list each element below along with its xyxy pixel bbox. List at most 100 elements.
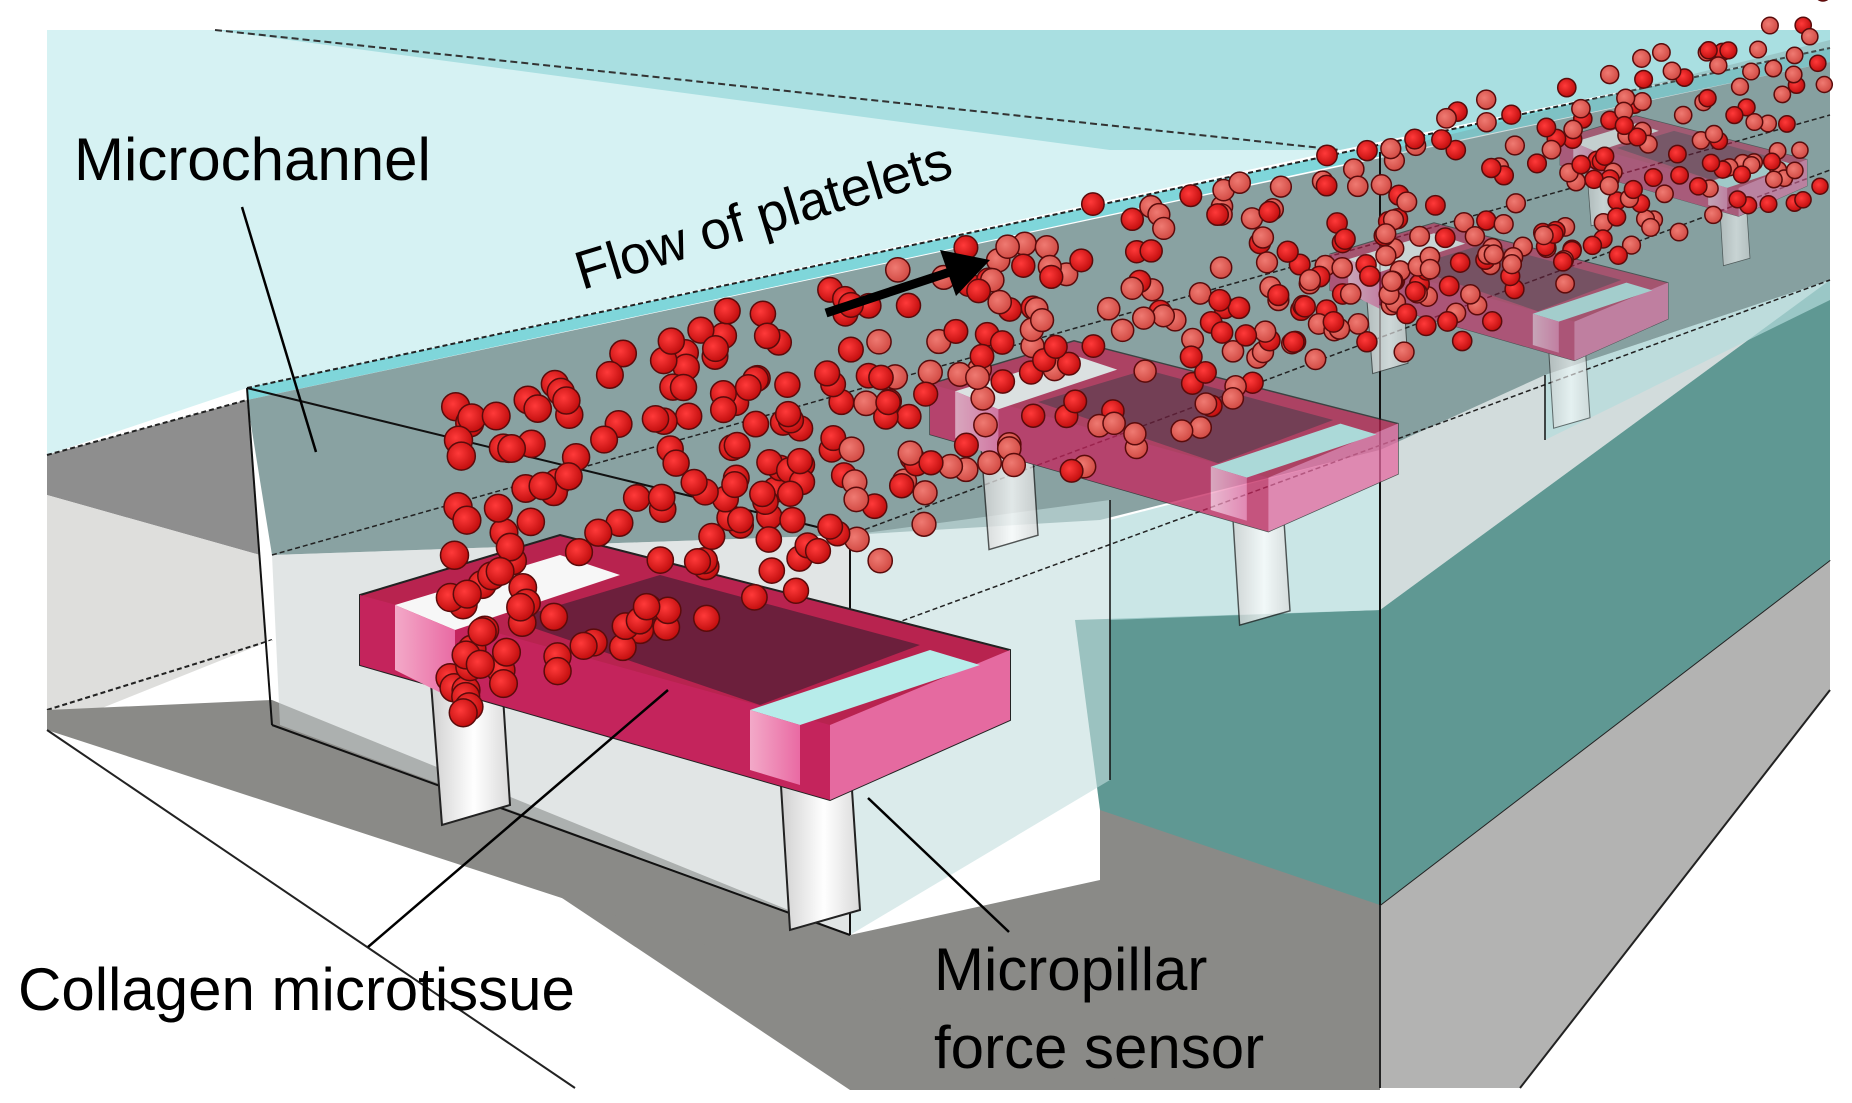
platelet: [966, 278, 992, 304]
platelet: [1120, 207, 1145, 232]
platelet: [1131, 306, 1156, 330]
platelet: [523, 394, 553, 423]
platelet: [917, 359, 943, 385]
platelet: [1375, 223, 1397, 245]
platelet: [1110, 318, 1135, 343]
platelet: [1699, 41, 1718, 60]
platelet: [1404, 280, 1426, 303]
platelet: [1189, 416, 1213, 439]
platelet: [970, 385, 996, 411]
platelet: [1194, 392, 1218, 416]
platelet: [1316, 144, 1338, 167]
platelet: [1501, 254, 1523, 275]
platelet: [1347, 313, 1370, 335]
platelet: [1445, 139, 1467, 161]
platelet: [632, 592, 661, 621]
platelet: [1627, 127, 1647, 147]
platelet: [1080, 192, 1105, 217]
platelet: [481, 401, 511, 431]
platelet: [1424, 194, 1446, 216]
platelet: [777, 480, 804, 508]
platelet: [1139, 239, 1163, 263]
platelet: [1655, 184, 1674, 204]
platelet: [1120, 276, 1144, 300]
platelet: [1777, 114, 1796, 133]
platelet: [1043, 334, 1068, 359]
platelet: [1704, 205, 1723, 225]
platelet: [669, 373, 698, 402]
platelet: [868, 364, 894, 391]
platelet: [804, 537, 832, 565]
platelet: [782, 577, 810, 605]
platelet: [1208, 288, 1232, 312]
platelet: [866, 328, 892, 355]
platelet: [564, 537, 594, 567]
platelet: [569, 631, 598, 661]
platelet: [1533, 225, 1554, 246]
platelet: [1339, 283, 1362, 305]
platelet: [1481, 157, 1502, 179]
platelet: [1791, 141, 1809, 160]
platelet: [987, 289, 1013, 315]
platelet: [1759, 194, 1778, 214]
platelet: [1059, 458, 1084, 483]
platelet: [1346, 175, 1369, 198]
platelet: [590, 425, 619, 454]
platelet: [467, 617, 497, 647]
platelet: [753, 322, 781, 350]
platelet: [837, 336, 864, 363]
platelet: [1375, 244, 1397, 267]
platelet: [723, 431, 751, 459]
collagen-label: Collagen microtissue: [18, 956, 575, 1023]
platelet: [1762, 152, 1781, 171]
platelet: [1742, 62, 1761, 81]
platelet: [742, 410, 770, 438]
microtissue-side: [1268, 423, 1398, 532]
platelet: [698, 522, 726, 551]
platelet: [446, 441, 477, 471]
platelet: [506, 592, 535, 622]
platelet: [687, 316, 715, 344]
platelet: [692, 604, 721, 632]
platelet: [1563, 119, 1583, 140]
platelet: [465, 649, 495, 679]
platelet: [1404, 128, 1426, 150]
platelet: [674, 402, 703, 430]
platelet: [1221, 339, 1245, 363]
platelet: [774, 371, 801, 399]
platelet: [918, 450, 944, 476]
platelet: [1393, 341, 1415, 363]
platelet: [779, 506, 806, 534]
platelet: [622, 483, 651, 512]
microchannel-label: Microchannel: [74, 126, 431, 193]
platelet: [1431, 129, 1452, 151]
platelet: [1536, 117, 1557, 138]
microtissue-side: [1574, 282, 1668, 361]
platelet: [662, 449, 690, 477]
platelet: [483, 493, 513, 523]
collagen-leader: [367, 689, 669, 948]
platelet: [897, 440, 923, 466]
platelet: [1773, 85, 1792, 104]
platelet: [838, 436, 865, 463]
platelet: [1056, 351, 1081, 376]
platelet: [1255, 251, 1279, 274]
platelet: [657, 327, 686, 355]
platelet: [1483, 244, 1505, 265]
platelet: [1133, 359, 1157, 383]
platelet: [1667, 144, 1687, 164]
platelet: [1688, 176, 1708, 196]
platelet: [843, 486, 870, 513]
platelet: [1669, 222, 1689, 242]
platelet: [1322, 310, 1345, 333]
platelet: [1728, 190, 1747, 209]
platelet: [727, 506, 754, 534]
platelet: [1698, 88, 1717, 108]
platelet: [1476, 210, 1497, 231]
platelet: [452, 505, 482, 535]
platelet: [1481, 311, 1503, 332]
platelet: [1356, 331, 1378, 353]
platelet: [609, 339, 638, 368]
platelet: [1764, 59, 1783, 78]
substrate: [46, 559, 1831, 1090]
